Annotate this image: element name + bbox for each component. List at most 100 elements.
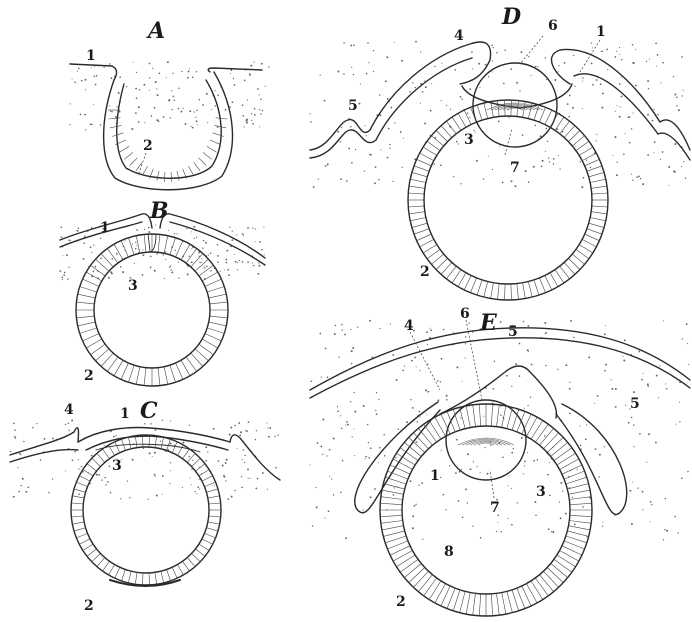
stipple-dot	[85, 129, 86, 130]
stipple-dot	[339, 357, 340, 358]
retina-hatch-line	[427, 249, 440, 258]
retina-hatch-line	[557, 453, 576, 465]
stipple-dot	[456, 439, 458, 441]
retina-hatch-line	[572, 254, 584, 264]
stipple-dot	[170, 470, 171, 471]
stipple-dot	[178, 108, 180, 110]
stipple-dot	[404, 365, 405, 366]
retina-hatch-line	[72, 522, 84, 524]
stipple-dot	[319, 333, 321, 335]
panel-a-hatch	[108, 110, 228, 182]
stipple-dot	[252, 228, 253, 229]
stipple-dot	[507, 485, 508, 486]
stipple-dot	[569, 95, 571, 97]
retina-hatch-line	[591, 212, 607, 214]
stipple-dot	[351, 162, 353, 164]
panel-b-label-1: 1	[100, 220, 110, 236]
retina-hatch-line	[545, 110, 552, 124]
retina-hatch-line	[380, 515, 402, 516]
stipple-dot	[530, 75, 531, 76]
stipple-dot	[631, 417, 633, 419]
stipple-dot	[229, 434, 231, 436]
retina-hatch-line	[135, 436, 137, 448]
retina-hatch-line	[381, 497, 403, 500]
stipple-dot	[426, 331, 428, 333]
stipple-dot	[616, 51, 617, 52]
stipple-dot	[154, 270, 156, 272]
stipple-dot	[607, 69, 608, 70]
stipple-dot	[315, 487, 316, 488]
stipple-dot	[44, 438, 46, 440]
retina-hatch-line	[528, 282, 532, 298]
stipple-dot	[342, 329, 343, 330]
stipple-dot	[511, 452, 513, 454]
stipple-dot	[353, 74, 354, 75]
stipple-dot	[648, 88, 649, 89]
stipple-dot	[224, 270, 225, 271]
stipple-dot	[171, 90, 172, 91]
retina-hatch-line	[579, 245, 593, 254]
stipple-dot	[479, 87, 480, 88]
retina-hatch-line	[128, 571, 131, 583]
retina-hatch-line	[564, 541, 585, 549]
retina-hatch-line	[76, 316, 94, 318]
stipple-dot	[656, 66, 657, 67]
stipple-dot	[472, 68, 473, 69]
panel-b: B 1 3 2	[59, 198, 265, 386]
retina-hatch-line	[550, 113, 558, 127]
stipple-dot	[414, 87, 415, 88]
retina-hatch-line	[413, 571, 428, 587]
retina-hatch-line	[109, 565, 115, 575]
stipple-dot	[412, 407, 414, 409]
stipple-dot	[617, 105, 618, 106]
retina-hatch-line	[589, 223, 604, 227]
stipple-dot	[619, 83, 621, 85]
stipple-dot	[422, 91, 424, 93]
stipple-dot	[196, 110, 198, 112]
stipple-dot	[71, 419, 73, 421]
stipple-dot	[462, 516, 464, 518]
retina-hatch-line	[129, 365, 135, 382]
stipple-dot	[192, 127, 194, 129]
stipple-dot	[549, 161, 550, 162]
panel-e-label-2: 2	[396, 594, 406, 610]
stipple-dot	[570, 320, 572, 322]
cup-hatch-line	[171, 172, 172, 182]
stipple-dot	[259, 109, 260, 110]
retina-hatch-line	[78, 294, 96, 298]
stipple-dot	[531, 364, 533, 366]
stipple-dot	[107, 481, 109, 483]
retina-hatch-line	[547, 568, 563, 583]
stipple-dot	[162, 475, 164, 477]
stipple-dot	[492, 71, 493, 72]
stipple-dot	[149, 77, 150, 78]
stipple-dot	[268, 436, 270, 438]
stipple-dot	[577, 469, 578, 470]
stipple-dot	[604, 446, 605, 447]
stipple-dot	[615, 136, 617, 138]
retina-hatch-line	[534, 280, 539, 295]
stipple-dot	[368, 457, 370, 459]
stipple-dot	[178, 278, 179, 279]
stipple-dot	[205, 242, 207, 244]
stipple-dot	[187, 266, 188, 267]
stipple-dot	[611, 379, 612, 380]
retina-hatch-line	[87, 464, 97, 472]
retina-hatch-line	[568, 131, 580, 142]
retina-hatch-line	[205, 334, 221, 341]
stipple-dot	[400, 131, 402, 133]
retina-hatch-line	[91, 265, 106, 276]
retina-hatch-line	[205, 533, 216, 538]
cup-hatch-line	[136, 162, 142, 171]
stipple-dot	[74, 82, 76, 84]
stipple-dot	[642, 491, 644, 493]
stipple-dot	[643, 373, 644, 374]
stipple-dot	[621, 77, 622, 78]
retina-hatch-line	[497, 405, 500, 427]
stipple-dot	[350, 401, 351, 402]
stipple-dot	[247, 99, 248, 100]
stipple-dot	[226, 262, 228, 264]
stipple-dot	[320, 446, 322, 448]
stipple-dot	[138, 121, 140, 123]
stipple-dot	[109, 105, 110, 106]
